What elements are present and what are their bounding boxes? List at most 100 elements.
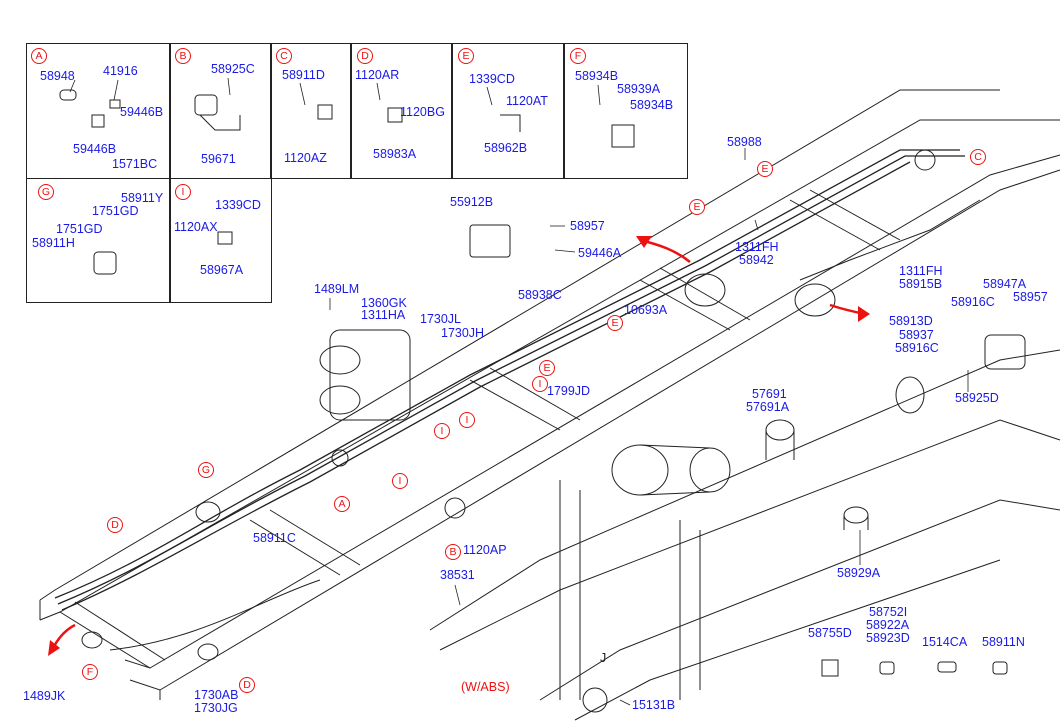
part-label: 58916C (895, 341, 939, 355)
part-label: 1730JH (441, 326, 485, 340)
part-label: 58925D (955, 391, 999, 405)
part-label: 1489LM (314, 282, 360, 296)
part-label: 1489JK (23, 689, 66, 703)
part-label: 1730AB (194, 688, 239, 702)
part-label: 58962B (484, 141, 528, 155)
frame-rail-lower (129, 169, 1061, 691)
part-label: 55912B (450, 195, 494, 209)
part-label: 58957 (570, 219, 605, 233)
part-label: 58922A (866, 618, 910, 632)
part-label: 1360GK (361, 296, 407, 310)
part-label: 1730JG (194, 701, 238, 715)
part-label: 58929A (837, 566, 881, 580)
part-label: 58911H (32, 236, 75, 250)
part-label: 1339CD (215, 198, 261, 212)
part-label: 1751GD (92, 204, 139, 218)
part-label: 1120AT (506, 94, 548, 108)
part-label: 1311FH (735, 240, 779, 254)
part-label: 1799JD (547, 384, 591, 398)
part-label: 58911C (253, 531, 296, 545)
part-label: 59446A (578, 246, 622, 260)
part-label: 59671 (201, 152, 236, 166)
part-label: 58988 (727, 135, 762, 149)
part-label: 59446B (120, 105, 164, 119)
part-label: 1730JL (420, 312, 462, 326)
panel-box-row1 (26, 43, 688, 179)
panel-ref-b: B (175, 48, 191, 64)
part-label: 58983A (373, 147, 417, 161)
part-label: 58755D (808, 626, 852, 640)
part-label: 57691 (752, 387, 787, 401)
marker-e: E (689, 199, 705, 215)
part-label: 38531 (440, 568, 475, 582)
part-label: 58937 (899, 328, 934, 342)
marker-e: E (539, 360, 555, 376)
part-label: 10693A (624, 303, 668, 317)
part-label: 1571BC (112, 157, 158, 171)
panel-divider-d (350, 43, 352, 179)
part-label: 1120BG (400, 105, 445, 119)
panel-ref-i: I (175, 184, 191, 200)
marker-f: F (82, 664, 98, 680)
part-label: 58948 (40, 69, 75, 83)
marker-i: I (459, 412, 475, 428)
marker-i: I (434, 423, 450, 439)
part-label: 1514CA (922, 635, 968, 649)
part-label: 58911Y (121, 191, 164, 205)
part-label: 58967A (200, 263, 244, 277)
panel-ref-d: D (357, 48, 373, 64)
part-label: 1120AP (463, 543, 507, 557)
frame-rail-upper (39, 89, 1000, 601)
part-label: 58911N (982, 635, 1025, 649)
part-label: 1311FH (899, 264, 943, 278)
marker-d: D (239, 677, 255, 693)
marker-d: D (107, 517, 123, 533)
part-label: 1120AZ (284, 151, 327, 165)
part-label: 1751GD (56, 222, 103, 236)
part-label: 58916C (951, 295, 995, 309)
marker-i: I (392, 473, 408, 489)
part-label: 58913D (889, 314, 933, 328)
part-label: 58911D (282, 68, 325, 82)
panel-ref-a: A (31, 48, 47, 64)
part-label: 1120AR (355, 68, 400, 82)
panel-divider-b (169, 43, 171, 179)
part-label: 58947A (983, 277, 1027, 291)
marker-e: E (607, 315, 623, 331)
part-label: 58934B (630, 98, 674, 112)
marker-c: C (970, 149, 986, 165)
part-label: 58915B (899, 277, 943, 291)
panel-ref-f: F (570, 48, 586, 64)
part-label: 58925C (211, 62, 255, 76)
part-label: 1120AX (174, 220, 218, 234)
part-label: 58923D (866, 631, 910, 645)
part-label: 58939A (617, 82, 661, 96)
part-label: 58752I (869, 605, 908, 619)
panel-ref-g: G (38, 184, 54, 200)
panel-box-row2 (26, 178, 272, 303)
part-label: 58942 (739, 253, 774, 267)
panel-divider-f (563, 43, 565, 179)
abs-note: (W/ABS) (461, 680, 510, 694)
marker-i: I (532, 376, 548, 392)
part-label: 57691A (746, 400, 790, 414)
marker-a: A (334, 496, 350, 512)
marker-g: G (198, 462, 214, 478)
marker-b: B (445, 544, 461, 560)
j-label: J (600, 651, 607, 665)
part-label: 58934B (575, 69, 619, 83)
part-label: 58957 (1013, 290, 1048, 304)
panel-divider-e (451, 43, 453, 179)
panel-divider-c (270, 43, 272, 179)
part-label: 59446B (73, 142, 117, 156)
panel-ref-e: E (458, 48, 474, 64)
panel-ref-c: C (276, 48, 292, 64)
part-label: 15131B (632, 698, 676, 712)
part-label: 1339CD (469, 72, 515, 86)
part-label: 1311HA (361, 308, 406, 322)
panel-divider-i (169, 178, 171, 303)
marker-e: E (757, 161, 773, 177)
part-label: 41916 (103, 64, 138, 78)
part-label: 58938C (518, 288, 562, 302)
